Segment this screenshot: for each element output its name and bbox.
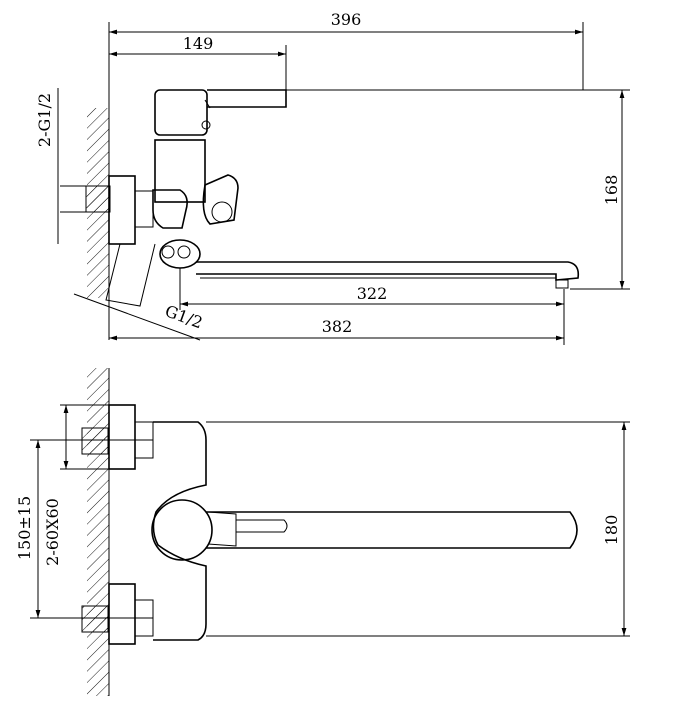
- dim-height: 168: [602, 175, 621, 206]
- inlet-upper-front: [81, 427, 109, 455]
- wall-hatch-front: [87, 368, 109, 696]
- dim-mount: 2-60X60: [43, 498, 62, 566]
- front-view: 180 150±15 2-60X60: [15, 368, 630, 696]
- dim-total-projection: 382: [322, 317, 353, 336]
- top-view: 396 149 168 322 382 2-G1/2 G1/2: [35, 10, 630, 345]
- dim-total-width: 396: [331, 10, 362, 29]
- dim-spout-span: 180: [602, 515, 621, 546]
- dim-handle-offset: 149: [183, 34, 214, 53]
- dim-spout-length: 322: [357, 284, 388, 303]
- inlet-thread-top: [85, 185, 111, 213]
- thread-outlet-label: G1/2: [163, 301, 206, 332]
- thread-inlet-label: 2-G1/2: [35, 93, 54, 147]
- dim-centers: 150±15: [15, 496, 34, 560]
- inlet-lower-front: [81, 605, 109, 633]
